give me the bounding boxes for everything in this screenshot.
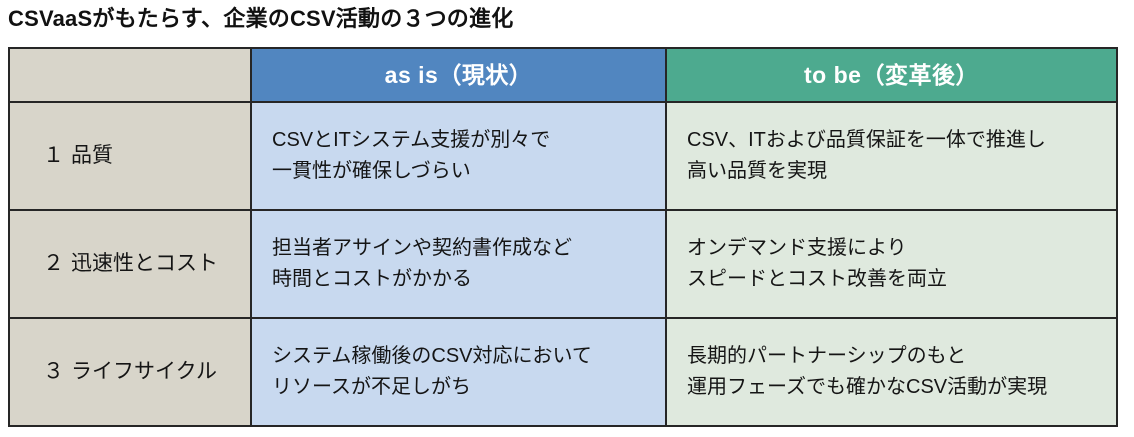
row-as-is-cell-3: システム稼働後のCSV対応において リソースが不足しがち — [250, 317, 667, 427]
row-as-is-line2-3: リソースが不足しがち — [272, 376, 471, 398]
row-as-is-text-2: 担当者アサインや契約書作成など 時間とコストがかかる — [252, 233, 665, 295]
page-title: CSVaaSがもたらす、企業のCSV活動の３つの進化 — [8, 6, 514, 31]
row-label-cell-3: ３ ライフサイクル — [8, 317, 252, 427]
comparison-table-container: as is（現状） to be（変革後） １ 品質 CSVとITシステム支援が別々… — [8, 47, 1118, 427]
row-to-be-line2-3: 運用フェーズでも確かなCSV活動が実現 — [687, 376, 1048, 398]
row-to-be-cell-2: オンデマンド支援により スピードとコスト改善を両立 — [665, 209, 1118, 319]
table-row: ３ ライフサイクル システム稼働後のCSV対応において リソースが不足しがち 長期… — [8, 317, 1118, 427]
table-header-to-be-cell: to be（変革後） — [665, 47, 1118, 103]
row-number-3: ３ — [43, 360, 64, 383]
row-as-is-line2-1: 一貫性が確保しづらい — [272, 160, 471, 182]
row-to-be-line2-2: スピードとコスト改善を両立 — [687, 268, 947, 290]
row-number-2: ２ — [43, 252, 64, 275]
row-to-be-line2-1: 高い品質を実現 — [687, 160, 827, 182]
row-as-is-cell-2: 担当者アサインや契約書作成など 時間とコストがかかる — [250, 209, 667, 319]
table-header-as-is-cell: as is（現状） — [250, 47, 667, 103]
row-to-be-text-3: 長期的パートナーシップのもと 運用フェーズでも確かなCSV活動が実現 — [667, 341, 1116, 403]
table-row: １ 品質 CSVとITシステム支援が別々で 一貫性が確保しづらい CSV、ITおよ… — [8, 101, 1118, 211]
row-label-text-1: 品質 — [71, 144, 113, 167]
row-label-3: ３ ライフサイクル — [10, 357, 250, 387]
table-row: ２ 迅速性とコスト 担当者アサインや契約書作成など 時間とコストがかかる オンデマ… — [8, 209, 1118, 319]
row-number-1: １ — [43, 144, 64, 167]
row-as-is-line1-2: 担当者アサインや契約書作成など — [272, 237, 572, 259]
row-as-is-text-3: システム稼働後のCSV対応において リソースが不足しがち — [252, 341, 665, 403]
row-as-is-line1-3: システム稼働後のCSV対応において — [272, 345, 592, 367]
row-label-cell-1: １ 品質 — [8, 101, 252, 211]
row-label-2: ２ 迅速性とコスト — [10, 249, 250, 279]
row-to-be-line1-1: CSV、ITおよび品質保証を一体で推進し — [687, 129, 1046, 151]
row-to-be-cell-3: 長期的パートナーシップのもと 運用フェーズでも確かなCSV活動が実現 — [665, 317, 1118, 427]
row-as-is-text-1: CSVとITシステム支援が別々で 一貫性が確保しづらい — [252, 125, 665, 187]
row-to-be-text-2: オンデマンド支援により スピードとコスト改善を両立 — [667, 233, 1116, 295]
row-label-1: １ 品質 — [10, 141, 250, 171]
row-to-be-cell-1: CSV、ITおよび品質保証を一体で推進し 高い品質を実現 — [665, 101, 1118, 211]
row-label-text-3: ライフサイクル — [71, 360, 217, 383]
row-to-be-line1-2: オンデマンド支援により — [687, 237, 907, 259]
row-as-is-line2-2: 時間とコストがかかる — [272, 268, 472, 290]
table-header-corner-cell — [8, 47, 252, 103]
row-as-is-line1-1: CSVとITシステム支援が別々で — [272, 129, 551, 151]
table-header-to-be-label: to be（変革後） — [804, 62, 979, 88]
row-to-be-text-1: CSV、ITおよび品質保証を一体で推進し 高い品質を実現 — [667, 125, 1116, 187]
row-label-cell-2: ２ 迅速性とコスト — [8, 209, 252, 319]
comparison-table: as is（現状） to be（変革後） １ 品質 CSVとITシステム支援が別々… — [8, 47, 1118, 427]
table-header-row: as is（現状） to be（変革後） — [8, 47, 1118, 103]
row-as-is-cell-1: CSVとITシステム支援が別々で 一貫性が確保しづらい — [250, 101, 667, 211]
row-to-be-line1-3: 長期的パートナーシップのもと — [687, 345, 967, 367]
row-label-text-2: 迅速性とコスト — [71, 252, 218, 275]
table-header-as-is-label: as is（現状） — [384, 62, 533, 88]
